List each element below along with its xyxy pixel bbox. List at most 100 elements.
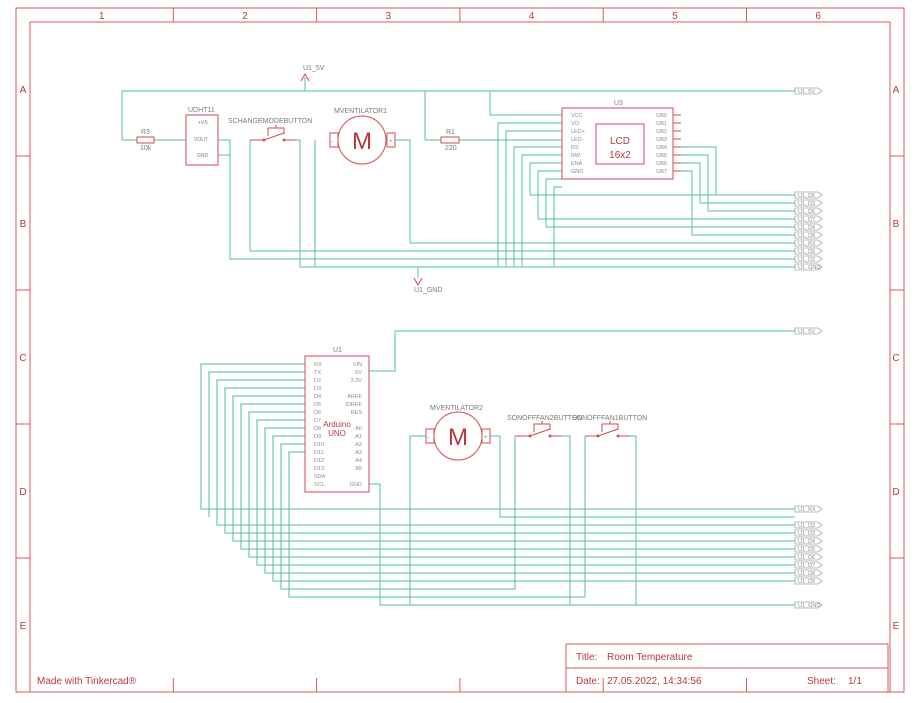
bottom-net-labels: U1_5V U1_RX U1_D2U1_D3U1_D4U1_D5U1_D6U1_D7… <box>794 327 823 609</box>
sheet-value: 1/1 <box>848 676 862 687</box>
lcd-pin-label: ENA <box>571 161 583 167</box>
svg-text:U1_D7: U1_D7 <box>798 563 815 569</box>
net-label: U1_D6 <box>794 553 823 561</box>
net-label: U1_D2 <box>794 521 823 529</box>
grid-row-label: E <box>893 621 900 632</box>
mode-button-name: SCHANGEMODEBUTTON <box>228 118 312 125</box>
dht-pin: +VS <box>198 120 208 126</box>
svg-text:U1_GND: U1_GND <box>798 603 820 609</box>
arduino-pin-label: IOREF <box>345 402 362 408</box>
svg-text:U1_D9: U1_D9 <box>798 579 815 585</box>
net-label: U1_D3 <box>794 529 823 537</box>
net-label: U1_D6 <box>794 207 823 215</box>
arduino-pin-label: D3 <box>314 386 321 392</box>
resistor-r3: R3 10k <box>136 129 155 152</box>
grid-column-label: 4 <box>529 11 535 22</box>
change-mode-button: SCHANGEMODEBUTTON <box>228 118 312 142</box>
svg-text:U1_D5: U1_D5 <box>798 547 815 553</box>
arduino-pin-label: D4 <box>314 394 321 400</box>
net-label: U1_D7 <box>794 561 823 569</box>
arduino-pin-label: TX <box>314 370 321 376</box>
r1-name: R1 <box>446 129 455 136</box>
vcc-symbol-top: U1_5V <box>300 65 325 82</box>
svg-text:U1_5V: U1_5V <box>798 329 815 335</box>
arduino-pin-label: D9 <box>314 434 321 440</box>
lcd-pin-label: DB2 <box>656 129 667 135</box>
fan2-onoff-button: SONOFFFAN2BUTTON <box>507 415 582 438</box>
arduino-pin-label: RX <box>314 362 322 368</box>
arduino-pin-label: A3 <box>355 450 362 456</box>
lcd-line2: 16x2 <box>609 150 631 161</box>
fan2-button-name: SONOFFFAN2BUTTON <box>507 415 582 422</box>
lcd-line1: LCD <box>610 136 630 147</box>
grid-row-label: C <box>19 353 26 364</box>
title-block: Title: Room Temperature Date: 27.05.2022… <box>565 643 889 693</box>
top-circuit-wires <box>121 77 795 278</box>
net-label: U1_D2 <box>794 255 823 263</box>
arduino-pin-label: D7 <box>314 418 321 424</box>
svg-text:U1_D9: U1_D9 <box>798 249 815 255</box>
date-value: 27.05.2022, 14:34:56 <box>607 676 702 687</box>
resistor-r1: R1 220 <box>440 129 460 152</box>
dht11-sensor: UDHT11 +VS VOUT GND <box>185 107 219 166</box>
lcd-pin-label: DB5 <box>656 153 667 159</box>
arduino-pin-label: GND <box>350 482 362 488</box>
bottom-circuit-wires <box>200 330 795 606</box>
arduino-line2: UNO <box>328 429 346 438</box>
fan-motor-2: MVENTILATOR2 M - + <box>425 405 491 461</box>
net-label: U1_5V <box>794 87 823 95</box>
date-label: Date: <box>576 676 600 687</box>
svg-text:U1_D8: U1_D8 <box>798 233 815 239</box>
grid-column-label: 3 <box>385 11 391 22</box>
r1-value: 220 <box>445 145 457 152</box>
lcd-pin-label: LED+ <box>571 129 585 135</box>
net-label: U1_GND <box>794 601 823 609</box>
vcc-label: U1_5V <box>303 65 325 72</box>
arduino-pin-label: VIN <box>353 362 362 368</box>
dht-name: UDHT11 <box>188 107 215 114</box>
svg-text:U1_D6: U1_D6 <box>798 209 815 215</box>
title-value: Room Temperature <box>607 652 693 663</box>
lcd-pin-label: DB6 <box>656 161 667 167</box>
net-label: U1_D5 <box>794 191 823 199</box>
lcd-pin-label: DB1 <box>656 121 667 127</box>
fan-motor-1: MVENTILATOR1 M - + <box>329 108 396 165</box>
grid-row-label: A <box>893 85 900 96</box>
arduino-pin-label: D10 <box>314 442 324 448</box>
grid-row-label: B <box>893 219 900 230</box>
grid-column-label: 1 <box>99 11 105 22</box>
arduino-line1: Arduino <box>323 420 351 429</box>
fan1-onoff-button: SONOFFFAN1BUTTON <box>572 415 647 438</box>
gnd-symbol-top: U1_GND <box>413 277 442 294</box>
r3-value: 10k <box>140 145 152 152</box>
svg-text:U1_D4: U1_D4 <box>798 539 815 545</box>
gnd-label: U1_GND <box>414 287 442 294</box>
grid-row-label: D <box>892 487 899 498</box>
svg-text:U1_D3: U1_D3 <box>798 201 815 207</box>
svg-text:U1_RX: U1_RX <box>798 507 816 513</box>
svg-text:U1_GND: U1_GND <box>798 265 820 271</box>
net-label: U1_D5 <box>794 545 823 553</box>
fan2-symbol: M <box>448 424 468 451</box>
svg-text:U1_5V: U1_5V <box>798 89 815 95</box>
net-label: U1_RX <box>794 505 823 513</box>
svg-text:U1_D8: U1_D8 <box>798 571 815 577</box>
lcd-pin-label: DB3 <box>656 137 667 143</box>
arduino-pin-label: RES <box>351 410 363 416</box>
svg-text:U1_D7: U1_D7 <box>798 217 815 223</box>
arduino-pin-label: D12 <box>314 458 324 464</box>
svg-text:U1_D6: U1_D6 <box>798 555 815 561</box>
arduino-pin-label: D8 <box>314 426 321 432</box>
lcd-pin-label: DB7 <box>656 169 667 175</box>
arduino-pin-label: D5 <box>314 402 321 408</box>
grid-row-label: B <box>20 219 27 230</box>
arduino-pin-label: A2 <box>355 442 362 448</box>
tinkercad-credit: Made with Tinkercad® <box>37 676 137 687</box>
arduino-pin-label: SCL <box>314 482 325 488</box>
lcd-pin-label: GND <box>571 169 583 175</box>
arduino-pin-label: D11 <box>314 450 324 456</box>
svg-text:+: + <box>389 139 393 145</box>
sheet-frame <box>15 7 905 693</box>
lcd-pin-label: RW <box>571 153 581 159</box>
